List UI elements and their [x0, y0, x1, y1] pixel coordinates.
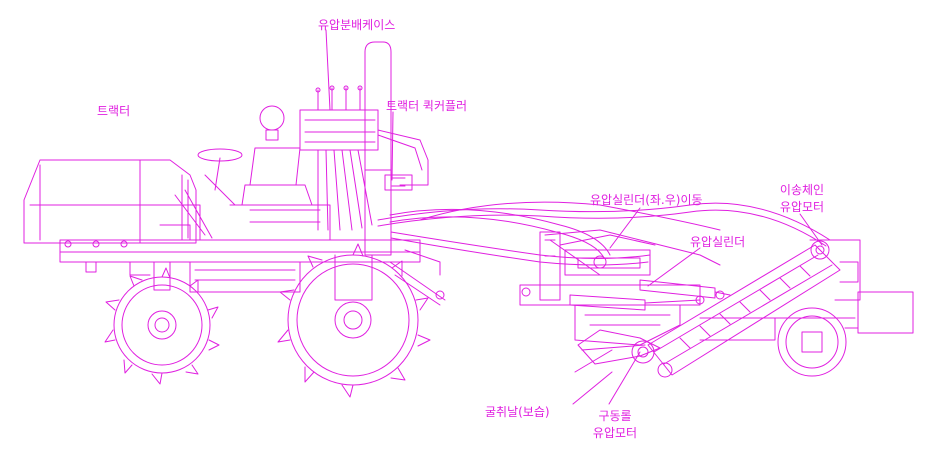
- drive-roller: [631, 340, 673, 378]
- label-digging-blade: 굴취날(보습): [485, 405, 550, 419]
- label-conveyor-chain-motor-line1: 이송체인: [779, 183, 825, 197]
- hydraulic-cylinder: [639, 279, 731, 300]
- digging-blade: [574, 329, 661, 373]
- quick-coupler: [377, 129, 429, 191]
- label-cylinder-left-right: 유압실린더(좌.우)이동: [590, 193, 703, 207]
- steering-wheel: [197, 148, 243, 206]
- leader-lines: [325, 29, 823, 405]
- implement-frame: [519, 231, 701, 346]
- hydraulic-valve-bank: [299, 85, 379, 231]
- rear-wheel: [277, 243, 431, 398]
- label-tractor-quick-coupler: 트랙터 퀵커플러: [386, 99, 468, 113]
- tractor-body: [23, 159, 197, 244]
- exhaust-tower: [364, 41, 392, 256]
- label-tractor: 트랙터: [97, 104, 131, 118]
- hitch-linkage: [389, 249, 446, 306]
- label-hydraulic-cylinder: 유압실린더: [690, 235, 746, 249]
- label-drive-roller-motor-line1: 구동롤: [598, 409, 632, 423]
- label-drive-roller-motor-line2: 유압모터: [592, 426, 638, 440]
- rear-box: [699, 291, 914, 341]
- conveyor-chain: [647, 239, 861, 376]
- hydraulic-hoses: [377, 201, 831, 266]
- front-wheel: [104, 261, 220, 385]
- label-hydraulic-distribution-case: 유압분배케이스: [318, 18, 396, 32]
- hydraulic-cylinder-lr: [569, 294, 705, 311]
- label-conveyor-chain-motor-line2: 유압모터: [779, 200, 825, 214]
- tractor-frame: [59, 189, 421, 293]
- rear-support-wheel: [774, 307, 856, 377]
- operator-seat: [229, 105, 331, 241]
